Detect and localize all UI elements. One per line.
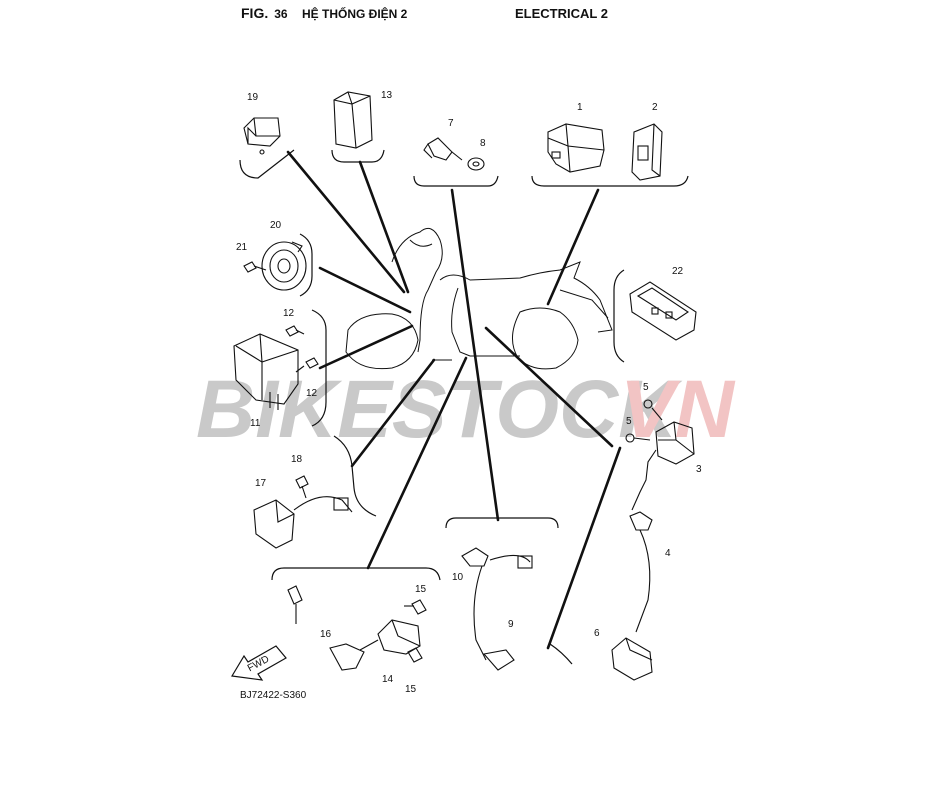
part-10-clamp [461, 547, 489, 567]
part-6-sensor [611, 529, 653, 681]
callout-16: 16 [320, 629, 332, 640]
part-20-horn [261, 241, 307, 291]
callout-14: 14 [382, 674, 394, 685]
part-5-bolt-lower [625, 433, 651, 443]
figure-number: 36 [274, 7, 288, 21]
part-19-relay [243, 117, 281, 155]
callout-13: 13 [381, 90, 393, 101]
part-18-bolt [295, 475, 309, 499]
watermark-accent: VN [620, 364, 736, 455]
part-17-switch [253, 496, 353, 549]
callout-18: 18 [291, 454, 303, 465]
part-16-bracket [329, 643, 365, 671]
callout-21: 21 [236, 242, 248, 253]
callout-6: 6 [594, 628, 600, 639]
callout-5-lower: 5 [626, 416, 632, 427]
group-brackets [239, 149, 689, 665]
part-3-coil [631, 421, 695, 511]
callout-12-upper: 12 [283, 308, 295, 319]
part-15-screw-upper [404, 599, 427, 615]
callout-15-lower: 15 [405, 684, 417, 695]
fwd-arrow-label: FWD [246, 654, 271, 674]
part-2-module [631, 123, 663, 181]
callout-20: 20 [270, 220, 282, 231]
part-11-control-unit [233, 333, 299, 410]
title-english: ELECTRICAL 2 [515, 6, 608, 21]
part-14-switch-assembly [287, 585, 421, 655]
part-15-screw-lower [407, 647, 423, 663]
part-4-cap [629, 511, 653, 531]
callout-12-lower: 12 [306, 388, 318, 399]
part-12-bolt-lower [295, 357, 319, 373]
part-8-washer [467, 157, 485, 171]
callout-19: 19 [247, 92, 259, 103]
part-13-ecu-box [333, 91, 373, 149]
callout-2: 2 [652, 102, 658, 113]
callout-15-upper: 15 [415, 584, 427, 595]
callout-1: 1 [577, 102, 583, 113]
callout-numbers: 19 13 7 8 1 2 20 21 22 12 12 11 5 5 3 18… [236, 90, 702, 695]
figure-label-text: FIG. [241, 5, 269, 21]
part-21-bolt [243, 261, 267, 273]
callout-7: 7 [448, 118, 454, 129]
part-7-sensor [423, 137, 463, 161]
figure-label: FIG. 36 [241, 5, 288, 21]
callout-4: 4 [665, 548, 671, 559]
watermark: BIKESTOCK VN [196, 364, 736, 455]
part-5-bolt-upper [643, 399, 663, 421]
fwd-arrow: FWD [231, 645, 287, 681]
callout-9: 9 [508, 619, 514, 630]
callout-10: 10 [452, 572, 464, 583]
part-22-panel [629, 281, 697, 341]
callout-3: 3 [696, 464, 702, 475]
callout-17: 17 [255, 478, 267, 489]
callout-5-upper: 5 [643, 382, 649, 393]
diagram-code: BJ72422-S360 [240, 690, 307, 701]
callout-11: 11 [250, 418, 261, 429]
part-12-bolt-upper [285, 325, 305, 337]
part-9-sensor-lead [473, 554, 533, 671]
part-1-regulator [547, 123, 605, 173]
callout-22: 22 [672, 266, 684, 277]
title-vietnamese: HỆ THỐNG ĐIỆN 2 [302, 7, 408, 21]
watermark-main: BIKESTOCK [196, 364, 683, 455]
scooter-outline [345, 227, 613, 370]
leader-lines [286, 150, 622, 650]
callout-8: 8 [480, 138, 486, 149]
